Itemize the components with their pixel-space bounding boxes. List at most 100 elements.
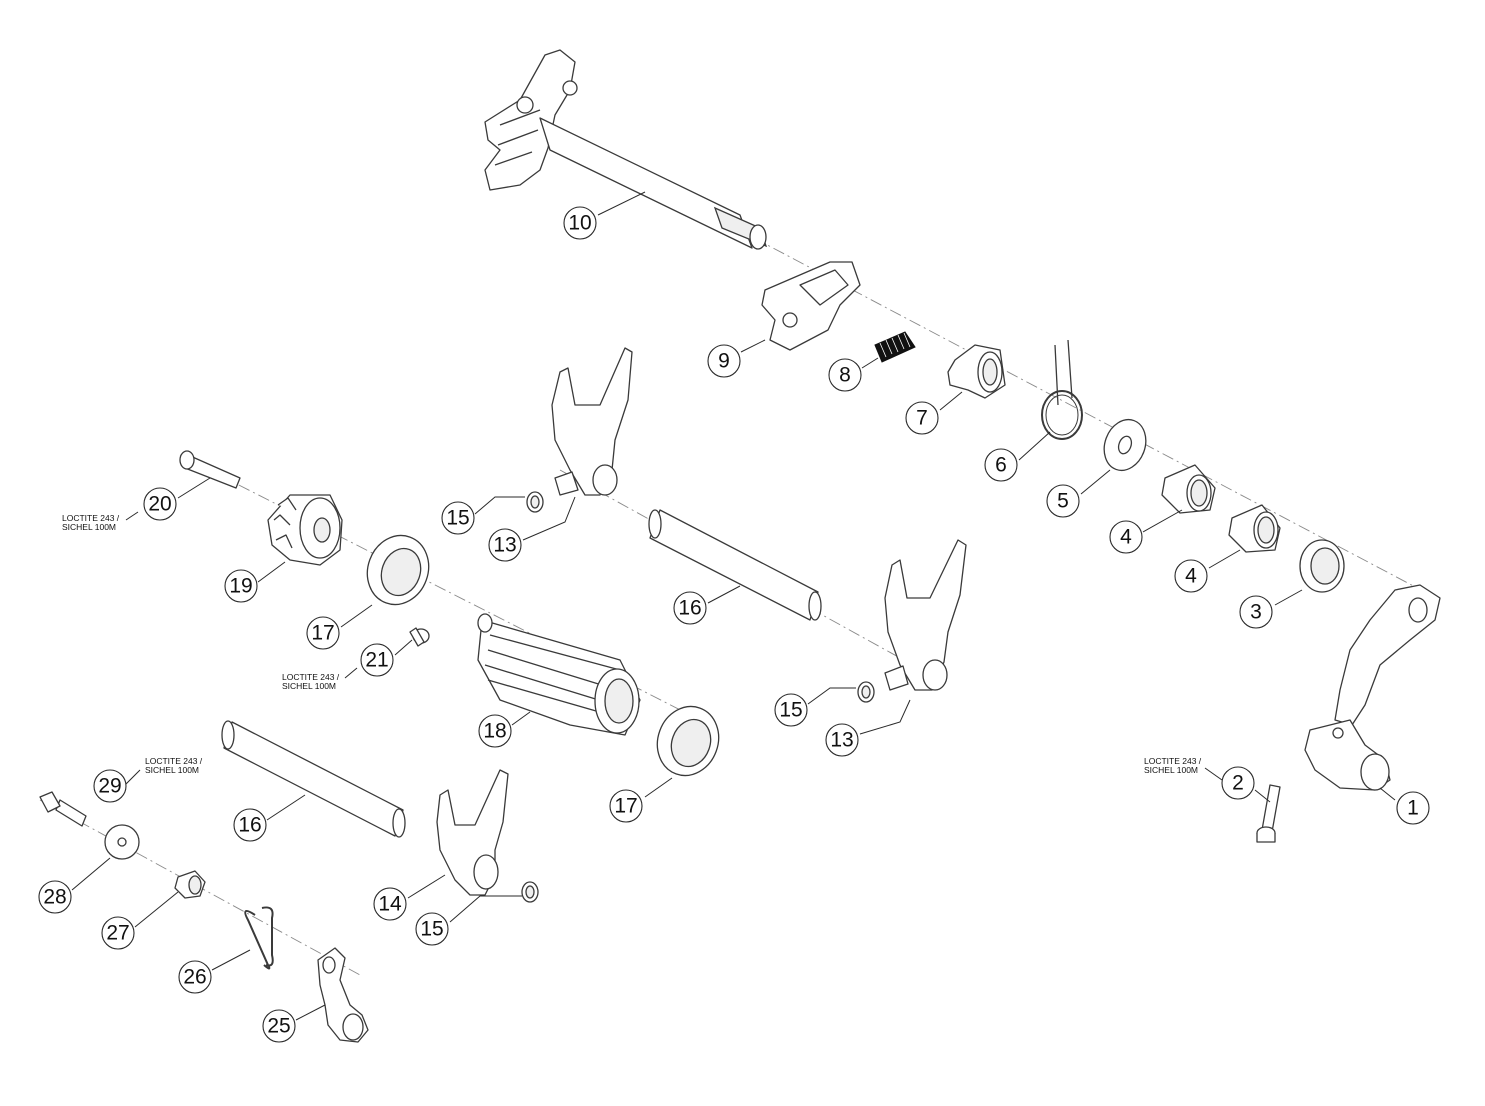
callout-label: 20 [148,493,171,516]
callout-label: 7 [916,407,928,430]
callout: 9 [707,344,741,378]
callout: 5 [1046,484,1080,518]
callout: 3 [1239,595,1273,629]
callout: 21 [360,643,394,677]
callout-label: 15 [446,507,469,530]
callout-label: 17 [311,622,334,645]
callout: 28 [38,880,72,914]
callout-label: 19 [229,575,252,598]
note-loctite-29: LOCTITE 243 / SICHEL 100M [145,756,203,775]
spring-part [874,331,916,363]
callout: 20 [143,487,177,521]
bearing-bush-part-b [1228,504,1281,553]
callout-label: 13 [493,534,516,557]
callout: 4 [1174,559,1208,593]
callout-label: 4 [1185,565,1197,588]
callout: 15 [415,912,449,946]
callout-label: 27 [106,922,129,945]
callout: 2 [1221,766,1255,800]
callout: 15 [441,501,475,535]
callout-label: 17 [614,795,637,818]
detent-bolt-part [39,791,87,827]
return-spring-part [1041,339,1083,440]
callout: 8 [828,358,862,392]
callout: 15 [774,693,808,727]
callout-label: 28 [43,886,66,909]
callout-label: 13 [830,729,853,752]
fork-rod-lower-part [221,720,406,838]
drum-screw-part [409,627,430,647]
callout-label: 15 [779,699,802,722]
callout: 10 [563,206,597,240]
lever-bolt-part [1256,784,1281,843]
callout-label: 4 [1120,526,1132,549]
callout-label: 5 [1057,490,1069,513]
note-loctite-2: LOCTITE 243 / SICHEL 100M [1144,756,1223,781]
callout-label: 9 [718,350,730,373]
star-wheel-bolt-part [179,450,241,489]
callout: 4 [1109,520,1143,554]
bearing-bush-part-a [1161,464,1216,514]
callout-label: 1 [1407,797,1419,820]
shift-shaft-part [484,49,768,250]
callout: 25 [262,1009,296,1043]
callout: 27 [101,916,135,950]
callout: 17 [609,789,643,823]
callout: 16 [673,591,707,625]
callout-label: 2 [1232,772,1244,795]
callout-label: 25 [267,1015,290,1038]
note-loctite-20: LOCTITE 243 / SICHEL 100M [62,511,139,532]
leader-lines [71,191,1396,1021]
shift-fork-upper-part [551,347,633,496]
shift-fork-lower-part [884,539,967,691]
callout-label: 29 [98,775,121,798]
callout: 29 [93,769,127,803]
axis-fork-rod-upper [559,469,941,681]
callout-label: 16 [238,814,261,837]
callout-label: 3 [1250,601,1262,624]
washer-part [1103,418,1147,472]
detent-washer-part [104,824,140,860]
callout: 18 [478,714,512,748]
callout: 16 [233,808,267,842]
shift-drum-part [477,613,641,736]
callout-label: 18 [483,720,506,743]
callout-label: 16 [678,597,701,620]
seal-ring-part [1299,539,1345,593]
note-line: SICHEL 100M [145,765,199,775]
note-line: LOCTITE 243 / [1144,756,1202,766]
callout: 7 [905,401,939,435]
note-line: LOCTITE 243 / [145,756,203,766]
bushing-part [947,344,1006,399]
callout-label: 21 [365,649,388,672]
drum-bearing-upper-part [366,534,430,606]
drum-bearing-lower-part [656,705,720,777]
guide-pin-part-a [526,491,544,513]
guide-pin-part-c [521,881,539,903]
detent-lever-part [317,947,369,1043]
fork-rod-upper-part [648,509,822,621]
callout: 17 [306,616,340,650]
guide-pin-part-b [857,681,875,703]
shift-fork-14-part [436,769,509,896]
shift-lever-part [1304,584,1441,791]
callout: 26 [178,960,212,994]
note-line: SICHEL 100M [1144,765,1198,775]
star-wheel-part [267,494,343,566]
callout: 19 [224,569,258,603]
callout: 14 [373,887,407,921]
callout-label: 14 [378,893,402,916]
note-loctite-21: LOCTITE 243 / SICHEL 100M [282,667,358,691]
callout-label: 26 [183,966,206,989]
callout-label: 10 [568,212,591,235]
callout-label: 8 [839,364,851,387]
note-line: SICHEL 100M [62,522,116,532]
detent-bushing-part [174,870,206,899]
shift-plate-part [761,261,861,351]
callout: 13 [488,528,522,562]
callout: 6 [984,448,1018,482]
detent-spring-part [244,906,274,970]
note-line: LOCTITE 243 / [282,672,340,682]
